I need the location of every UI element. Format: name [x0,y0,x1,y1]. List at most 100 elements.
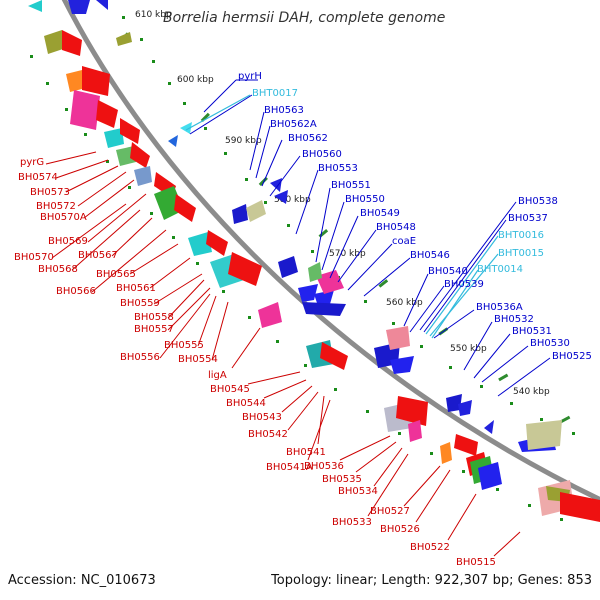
gene-block [298,284,318,302]
label-leader-line [329,215,359,279]
scale-tick [498,373,509,382]
gene-block [180,122,192,134]
genome-summary-text: Topology: linear; Length: 922,307 bp; Ge… [271,573,592,588]
gene-label: BH0548 [376,222,416,233]
label-leader-line [159,293,211,359]
gene-label: BHT0016 [498,230,544,241]
gene-label: BHT0017 [252,88,298,99]
reverse-gene-labels: pyrG BH0574 BH0573 BH0572 BH0570A BH0569… [14,157,496,568]
gene-block [188,232,212,256]
scale-label: 610 kbp [135,10,172,20]
label-leader-line [463,321,493,371]
gene-block [454,434,478,456]
gene-label: pyrG [20,157,44,168]
label-leader-line [431,269,479,339]
scale-tick [304,364,307,367]
gene-block [116,32,132,46]
gene-label: BH0533 [332,517,372,528]
gene-block [70,90,100,130]
label-leader-line [167,287,211,331]
gene-label: BH0555 [164,340,204,351]
scale-tick [276,340,279,343]
scale-tick [560,415,571,424]
gene-label: BH0560 [302,149,342,160]
gene-label: BH0539 [444,279,484,290]
gene-label: BH0572 [36,201,76,212]
scale-tick [106,160,109,163]
gene-label: BH0566 [56,286,96,297]
label-leader-line [281,385,313,413]
scale-tick [392,322,395,325]
gene-block [458,400,472,416]
gene-block [120,118,140,144]
scale-tick [480,385,483,388]
label-leader-line [269,155,301,197]
label-leader-line [337,229,377,283]
gene-label: BH0573 [30,187,70,198]
label-leader-line [321,201,345,271]
scale-tick [449,366,452,369]
label-leader-line [203,79,237,113]
label-leader-line [65,165,119,193]
gene-block [478,462,502,490]
label-leader-line [263,379,307,399]
gene-label: BH0570A [40,212,87,223]
scale-tick [150,212,153,215]
scale-label: 550 kbp [450,344,487,354]
scale-tick [560,518,563,521]
gene-label: BH0567 [78,250,118,261]
gene-block [174,194,196,222]
gene-block [246,200,266,222]
scale-tick [420,345,423,348]
label-leader-line [189,94,253,135]
gene-label: BH0559 [120,298,160,309]
gene-block [62,30,82,56]
scale-tick [572,432,575,435]
scale-tick [128,186,131,189]
gene-block [408,420,422,442]
gene-label: BH0541 [286,447,326,458]
scale-tick [140,38,143,41]
gene-block [44,30,66,54]
label-leader-line [403,273,429,327]
forward-strand-blocks [28,0,556,452]
gene-label: BH0562 [288,133,328,144]
label-leader-line [497,357,551,397]
label-leader-line [367,453,409,517]
scale-tick [496,488,499,491]
label-leader-line [167,279,205,319]
genome-backbone [61,0,600,503]
label-leader-line [307,399,331,461]
label-leader-line [249,111,265,171]
gene-label: BH0570 [14,252,54,263]
scale-label: 580 kbp [274,195,311,205]
gene-block [308,262,322,282]
gene-block [484,420,494,434]
gene-label: BH0553 [318,163,358,174]
scale-tick [204,127,207,130]
gene-block [396,396,428,426]
gene-block [130,142,150,168]
label-leader-line [403,465,441,507]
gene-block [560,492,600,522]
scale-tick [200,112,210,122]
label-leader-line [481,345,529,383]
scale-label: 540 kbp [513,387,550,397]
gene-block [440,442,452,464]
scale-label: 590 kbp [225,136,262,146]
forward-leaders [189,79,551,397]
scale-tick [510,402,513,405]
gene-label: BH0532 [494,314,534,325]
gene-label: BH0565 [96,269,136,280]
gene-label: BH0543 [242,412,282,423]
label-leader-line [363,257,411,297]
gene-block [446,394,462,412]
gene-block [278,256,298,278]
gene-block [386,326,410,350]
label-leader-line [87,193,147,243]
scale-tick [540,418,543,421]
gene-label: BH0561 [116,283,156,294]
gene-label: BH0563 [264,105,304,116]
label-leader-line [425,235,499,335]
